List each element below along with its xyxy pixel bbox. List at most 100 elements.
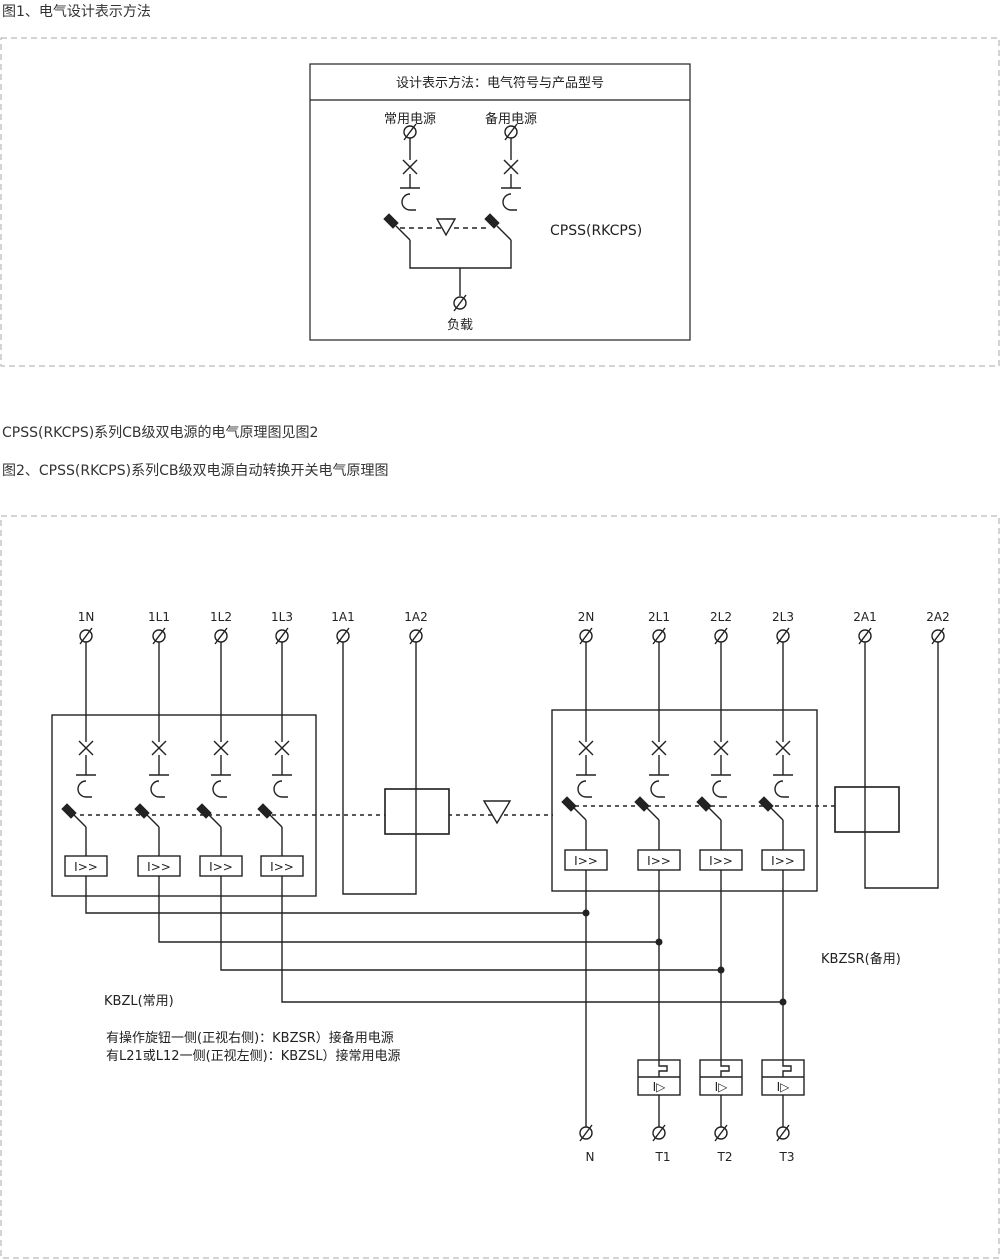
output-terminal-label-2: T2	[717, 1150, 733, 1164]
left-pole-3-blade	[269, 814, 283, 828]
fig1-common-bus	[409, 240, 512, 269]
right-pole-0-breaker-cross	[578, 740, 594, 756]
right-terminal-label-1: 2L1	[648, 610, 670, 624]
left-pole-0-contact	[61, 803, 77, 819]
fig1-breaker-cross-normal	[402, 159, 418, 175]
kbzsr-label: KBZSR(备用)	[821, 951, 901, 967]
figure1-symbol-drawing	[383, 123, 521, 312]
overload-relay-label-0: I▷	[653, 1080, 667, 1094]
output-terminal-label-3: T3	[779, 1150, 795, 1164]
overload-relay-element-2	[782, 1060, 792, 1077]
trip-unit-label: I>>	[647, 854, 671, 868]
right-pole-0-contact	[561, 796, 577, 812]
left-pole-3-contact	[257, 803, 273, 819]
output-terminal-2-slash	[714, 1124, 728, 1142]
left-pole-2-contact	[196, 803, 212, 819]
fig1-release-backup-arc	[502, 193, 517, 211]
left-terminal-label-0: 1N	[78, 610, 95, 624]
load-label: 负载	[447, 318, 473, 333]
cross-connection-0	[85, 876, 586, 914]
right-pole-3-contact	[758, 796, 774, 812]
left-coil-box	[384, 788, 450, 835]
left-pole-3-release-arc	[273, 780, 288, 798]
figure1-header: 设计表示方法：电气符号与产品型号	[396, 75, 604, 91]
fig1-terminal-backup-slash	[504, 123, 518, 141]
kbzsr-unit-box	[551, 709, 818, 892]
overload-relay-label-1: I▷	[715, 1080, 729, 1094]
right-pole-2-release-arc	[712, 780, 727, 798]
output-terminal-1-slash	[652, 1124, 666, 1142]
figure1-caption: 图1、电气设计表示方法	[2, 4, 151, 20]
left-pole-0-blade	[73, 814, 87, 828]
right-pole-3-terminal-slash	[776, 627, 790, 645]
left-pole-1-contact	[134, 803, 150, 819]
left-pole-0-terminal-slash	[79, 627, 93, 645]
left-pole-2-release-arc	[212, 780, 227, 798]
left-pole-2-blade	[208, 814, 222, 828]
right-coil-box-outline	[834, 786, 900, 833]
right-pole-2-breaker-cross	[713, 740, 729, 756]
left-pole-1-release-arc	[150, 780, 165, 798]
right-terminal-label-3: 2L3	[772, 610, 794, 624]
output-terminal-0	[579, 1126, 593, 1140]
right-pole-0-blade	[573, 807, 587, 821]
right-terminal-label-2: 2L2	[710, 610, 732, 624]
overload-relay-label-2: I▷	[777, 1080, 791, 1094]
left-terminal-label-1: 1L1	[148, 610, 170, 624]
intro-text: CPSS(RKCPS)系列CB级双电源的电气原理图见图2	[2, 425, 319, 441]
right-terminal-label-0: 2N	[578, 610, 595, 624]
figure2-caption: 图2、CPSS(RKCPS)系列CB级双电源自动转换开关电气原理图	[2, 463, 389, 479]
interlock-triangle	[482, 800, 512, 825]
left-a1-terminal-slash	[336, 627, 350, 645]
left-pole-3-terminal-slash	[275, 627, 289, 645]
figure2-schematic-drawing: I>>I>>I>>I>>I>>I>>I>>I>>I▷I▷I▷	[51, 627, 945, 1142]
left-terminal-label-3: 1L3	[271, 610, 293, 624]
fig1-blade-normal	[395, 225, 411, 241]
trip-unit-label: I>>	[574, 854, 598, 868]
left-pole-2-breaker-cross	[213, 740, 229, 756]
right-pole-1-contact	[634, 796, 650, 812]
right-a1-terminal-slash	[858, 627, 872, 645]
overload-relay-element-0	[658, 1060, 668, 1077]
left-coil-wiring	[342, 642, 417, 895]
left-pole-1-terminal-slash	[152, 627, 166, 645]
fig1-breaker-cross-backup	[503, 159, 519, 175]
right-pole-1-blade	[646, 807, 660, 821]
right-pole-3-release-arc	[774, 780, 789, 798]
output-terminal-3-slash	[776, 1124, 790, 1142]
fig1-load-terminal	[453, 296, 467, 310]
output-terminal-2	[714, 1126, 728, 1140]
fig1-contact-normal	[383, 213, 399, 229]
left-pole-3-breaker-cross	[274, 740, 290, 756]
figure2-frame	[0, 515, 1000, 1259]
fig1-terminal-normal-slash	[403, 123, 417, 141]
left-coil-box-outline	[384, 788, 450, 835]
product-model-label: CPSS(RKCPS)	[550, 223, 642, 239]
trip-unit-label: I>>	[147, 860, 171, 874]
output-terminal-1	[652, 1126, 666, 1140]
left-pole-1-breaker-cross	[151, 740, 167, 756]
left-terminal-label-2: 1L2	[210, 610, 232, 624]
label-normal-source: 常用电源	[384, 112, 436, 127]
right-coil-wiring	[864, 642, 939, 889]
right-pole-1-release-arc	[650, 780, 665, 798]
fig1-blade-backup	[496, 225, 512, 241]
left-a2-terminal-slash	[409, 627, 423, 645]
fig1-interlock-triangle	[435, 218, 457, 237]
left-pole-0-release-arc	[77, 780, 92, 798]
left-pole-1-blade	[146, 814, 160, 828]
trip-unit-label: I>>	[74, 860, 98, 874]
trip-unit-label: I>>	[209, 860, 233, 874]
right-terminal-label-4: 2A1	[853, 610, 876, 624]
right-pole-2-terminal-slash	[714, 627, 728, 645]
right-pole-2-blade	[708, 807, 722, 821]
figure1-frame	[0, 37, 1000, 367]
right-pole-0-release-arc	[577, 780, 592, 798]
note-line-1: 有操作旋钮一侧(正视右侧)：KBZSR）接备用电源	[106, 1030, 394, 1046]
output-terminal-3	[776, 1126, 790, 1140]
right-pole-1-terminal-slash	[652, 627, 666, 645]
cross-connection-3	[281, 876, 783, 1003]
right-pole-0-terminal-slash	[579, 627, 593, 645]
